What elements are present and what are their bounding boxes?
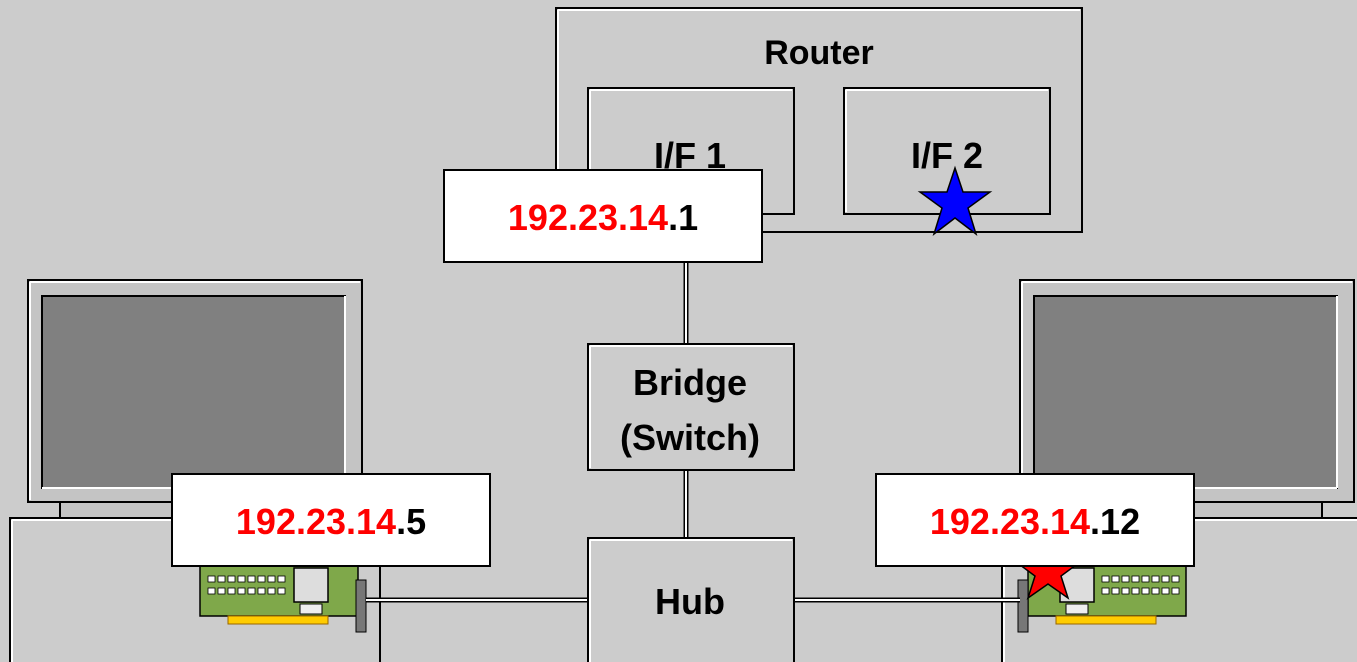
left-host-address-network: 192.23.14 <box>236 501 396 542</box>
left-nic-icon <box>199 565 367 633</box>
hub-label: Hub <box>655 581 725 622</box>
right-monitor-icon <box>1019 279 1355 519</box>
blue-star-icon <box>917 165 993 237</box>
router-address-label: 192.23.14.1 <box>443 169 763 263</box>
right-computer <box>1001 279 1357 662</box>
interface-2-label: I/F 2 <box>911 135 983 176</box>
router-address-host: .1 <box>668 197 698 238</box>
router-address-text: 192.23.14.1 <box>508 197 698 238</box>
router-title: Router <box>764 34 874 72</box>
left-computer <box>9 279 381 662</box>
bridge-label-line1: Bridge <box>633 362 747 403</box>
right-host-address-text: 192.23.14.12 <box>930 501 1140 542</box>
left-host-address-host: .5 <box>396 501 426 542</box>
cable-highlights <box>366 262 1020 601</box>
right-host-address-label: 192.23.14.12 <box>875 473 1195 567</box>
bridge-label-line2: (Switch) <box>620 417 760 458</box>
router-address-network: 192.23.14 <box>508 197 668 238</box>
bridge-box: Bridge (Switch) <box>587 343 795 471</box>
right-host-address-host: .12 <box>1090 501 1140 542</box>
left-host-address-label: 192.23.14.5 <box>171 473 491 567</box>
hub-box: Hub <box>587 537 795 662</box>
right-host-address-network: 192.23.14 <box>930 501 1090 542</box>
left-host-address-text: 192.23.14.5 <box>236 501 426 542</box>
